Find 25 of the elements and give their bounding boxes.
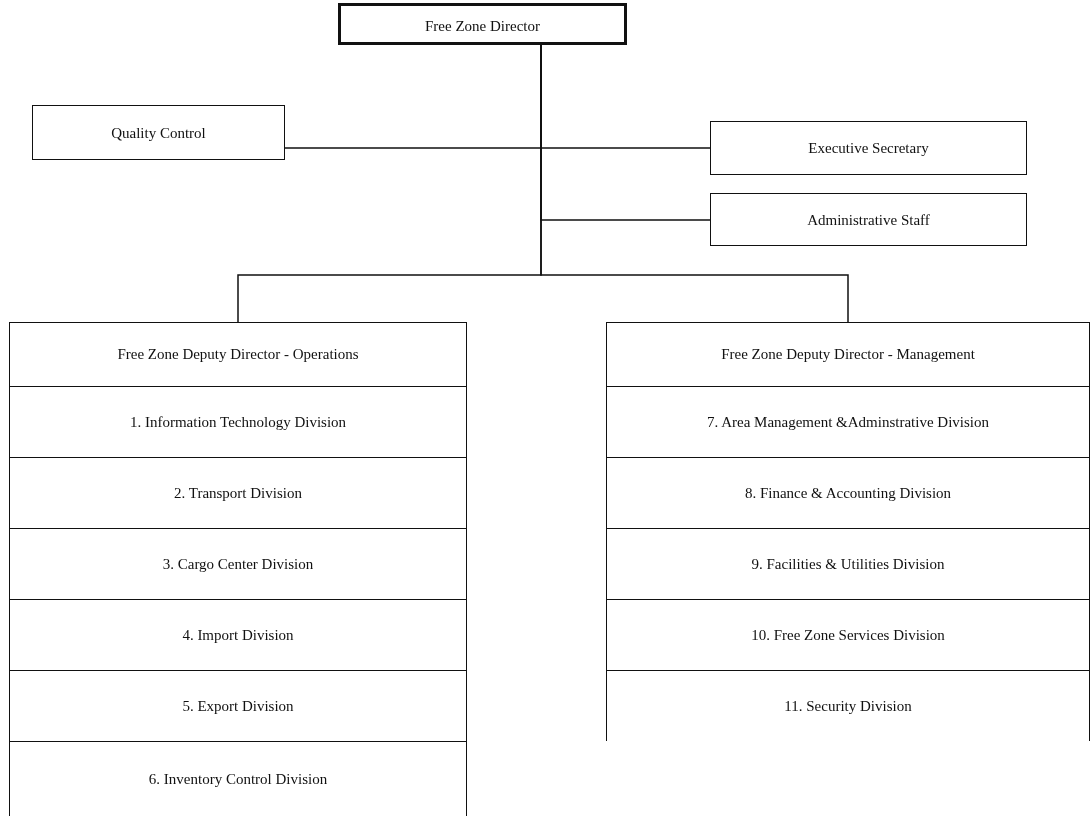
- division-name: 10. Free Zone Services Division: [750, 626, 946, 644]
- position-title: Administrative Staff: [806, 211, 931, 229]
- division-name: 2. Transport Division: [173, 484, 303, 502]
- division-name: 1. Information Technology Division: [128, 413, 348, 431]
- panel-heading: Free Zone Deputy Director - Management: [720, 345, 976, 363]
- position-box: [338, 3, 627, 45]
- panel-heading: Free Zone Deputy Director - Operations: [116, 345, 360, 363]
- position-box: [32, 105, 285, 160]
- position-box: [710, 193, 1027, 246]
- division-row: [10, 741, 466, 817]
- position-box: [710, 121, 1027, 175]
- division-name: 8. Finance & Accounting Division: [743, 484, 953, 502]
- division-name: 9. Facilities & Utilities Division: [750, 555, 946, 573]
- division-panel: [9, 322, 467, 816]
- position-title: Executive Secretary: [807, 140, 930, 157]
- division-name: 11. Security Division: [783, 697, 913, 715]
- division-name: 3. Cargo Center Division: [161, 555, 315, 573]
- division-panel: [606, 322, 1090, 741]
- division-row: [607, 670, 1089, 741]
- position-title: Free Zone Director: [424, 18, 541, 35]
- position-title: Quality Control: [110, 124, 207, 142]
- division-name: 4. Import Division: [181, 626, 295, 644]
- division-name: 6. Inventory Control Division: [147, 771, 329, 788]
- division-name: 7. Area Management &Adminstrative Division: [706, 413, 990, 431]
- division-name: 5. Export Division: [181, 697, 295, 715]
